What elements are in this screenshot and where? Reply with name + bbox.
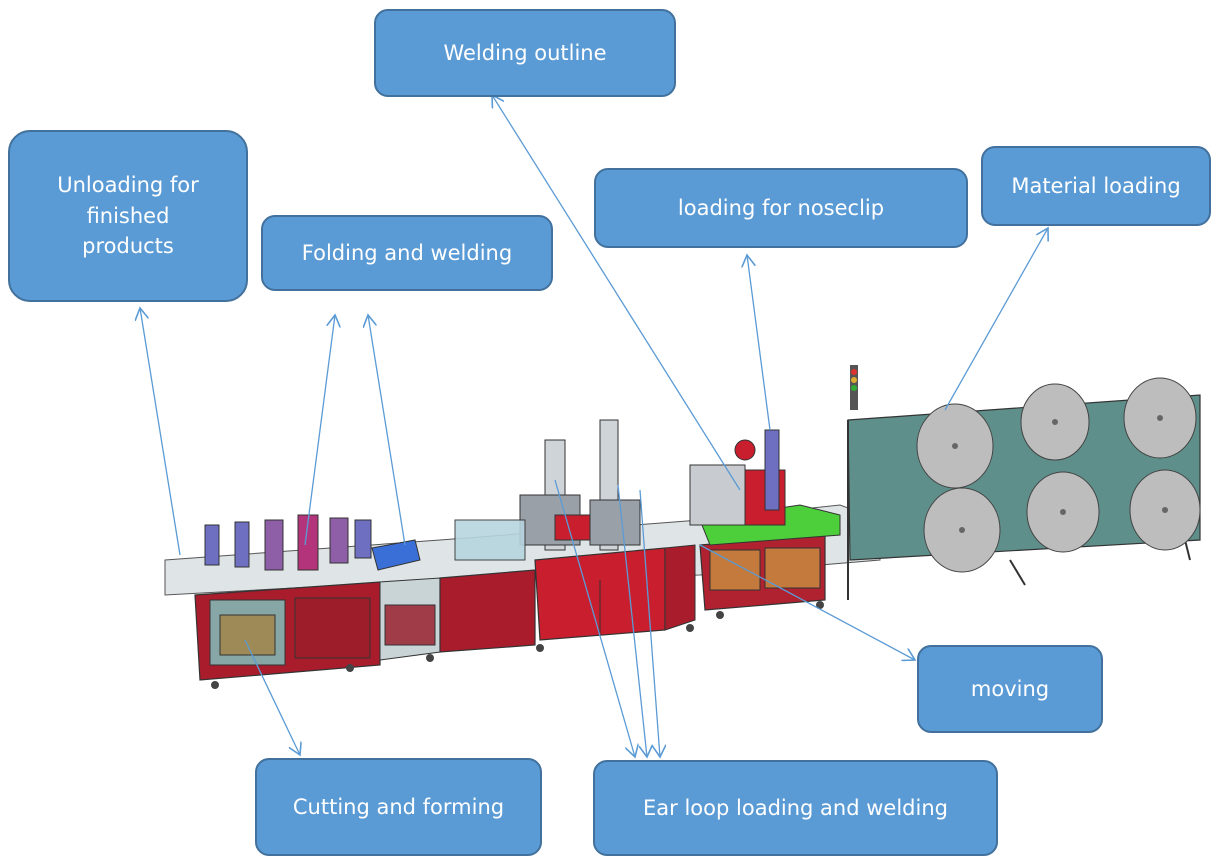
arrow-welding-outline [492, 95, 741, 491]
arrow-folding-2 [368, 315, 406, 546]
callout-material: Material loading [981, 146, 1211, 226]
cutting-label: Cutting and forming [292, 794, 505, 819]
callout-unloading: Unloading for finished products [8, 130, 248, 302]
unloading-label: Unloading for finished products [57, 173, 199, 259]
callout-noseclip: loading for noseclip [594, 168, 968, 248]
arrow-folding-1 [304, 315, 335, 546]
arrow-earloop-1 [554, 479, 635, 757]
arrow-earloop-2 [617, 484, 647, 757]
callout-moving: moving [917, 645, 1103, 733]
arrow-cutting [244, 639, 300, 755]
production-line [164, 419, 881, 689]
noseclip-label: loading for noseclip [677, 195, 885, 220]
material-loading-frame [847, 365, 1201, 600]
callout-folding: Folding and welding [261, 215, 553, 291]
arrow-unloading [140, 308, 181, 556]
welding-outline-label: Welding outline [443, 40, 607, 65]
callout-welding-outline: Welding outline [374, 9, 676, 97]
folding-label: Folding and welding [301, 240, 513, 265]
earloop-label: Ear loop loading and welding [643, 795, 948, 820]
arrow-noseclip [747, 255, 771, 431]
arrow-material [944, 228, 1048, 411]
callout-earloop: Ear loop loading and welding [593, 760, 998, 856]
moving-label: moving [970, 676, 1050, 701]
callout-arrows [140, 95, 1048, 757]
arrow-moving [699, 544, 915, 660]
material-label: Material loading [1011, 173, 1181, 198]
callout-cutting: Cutting and forming [255, 758, 542, 856]
arrow-earloop-3 [639, 489, 660, 757]
